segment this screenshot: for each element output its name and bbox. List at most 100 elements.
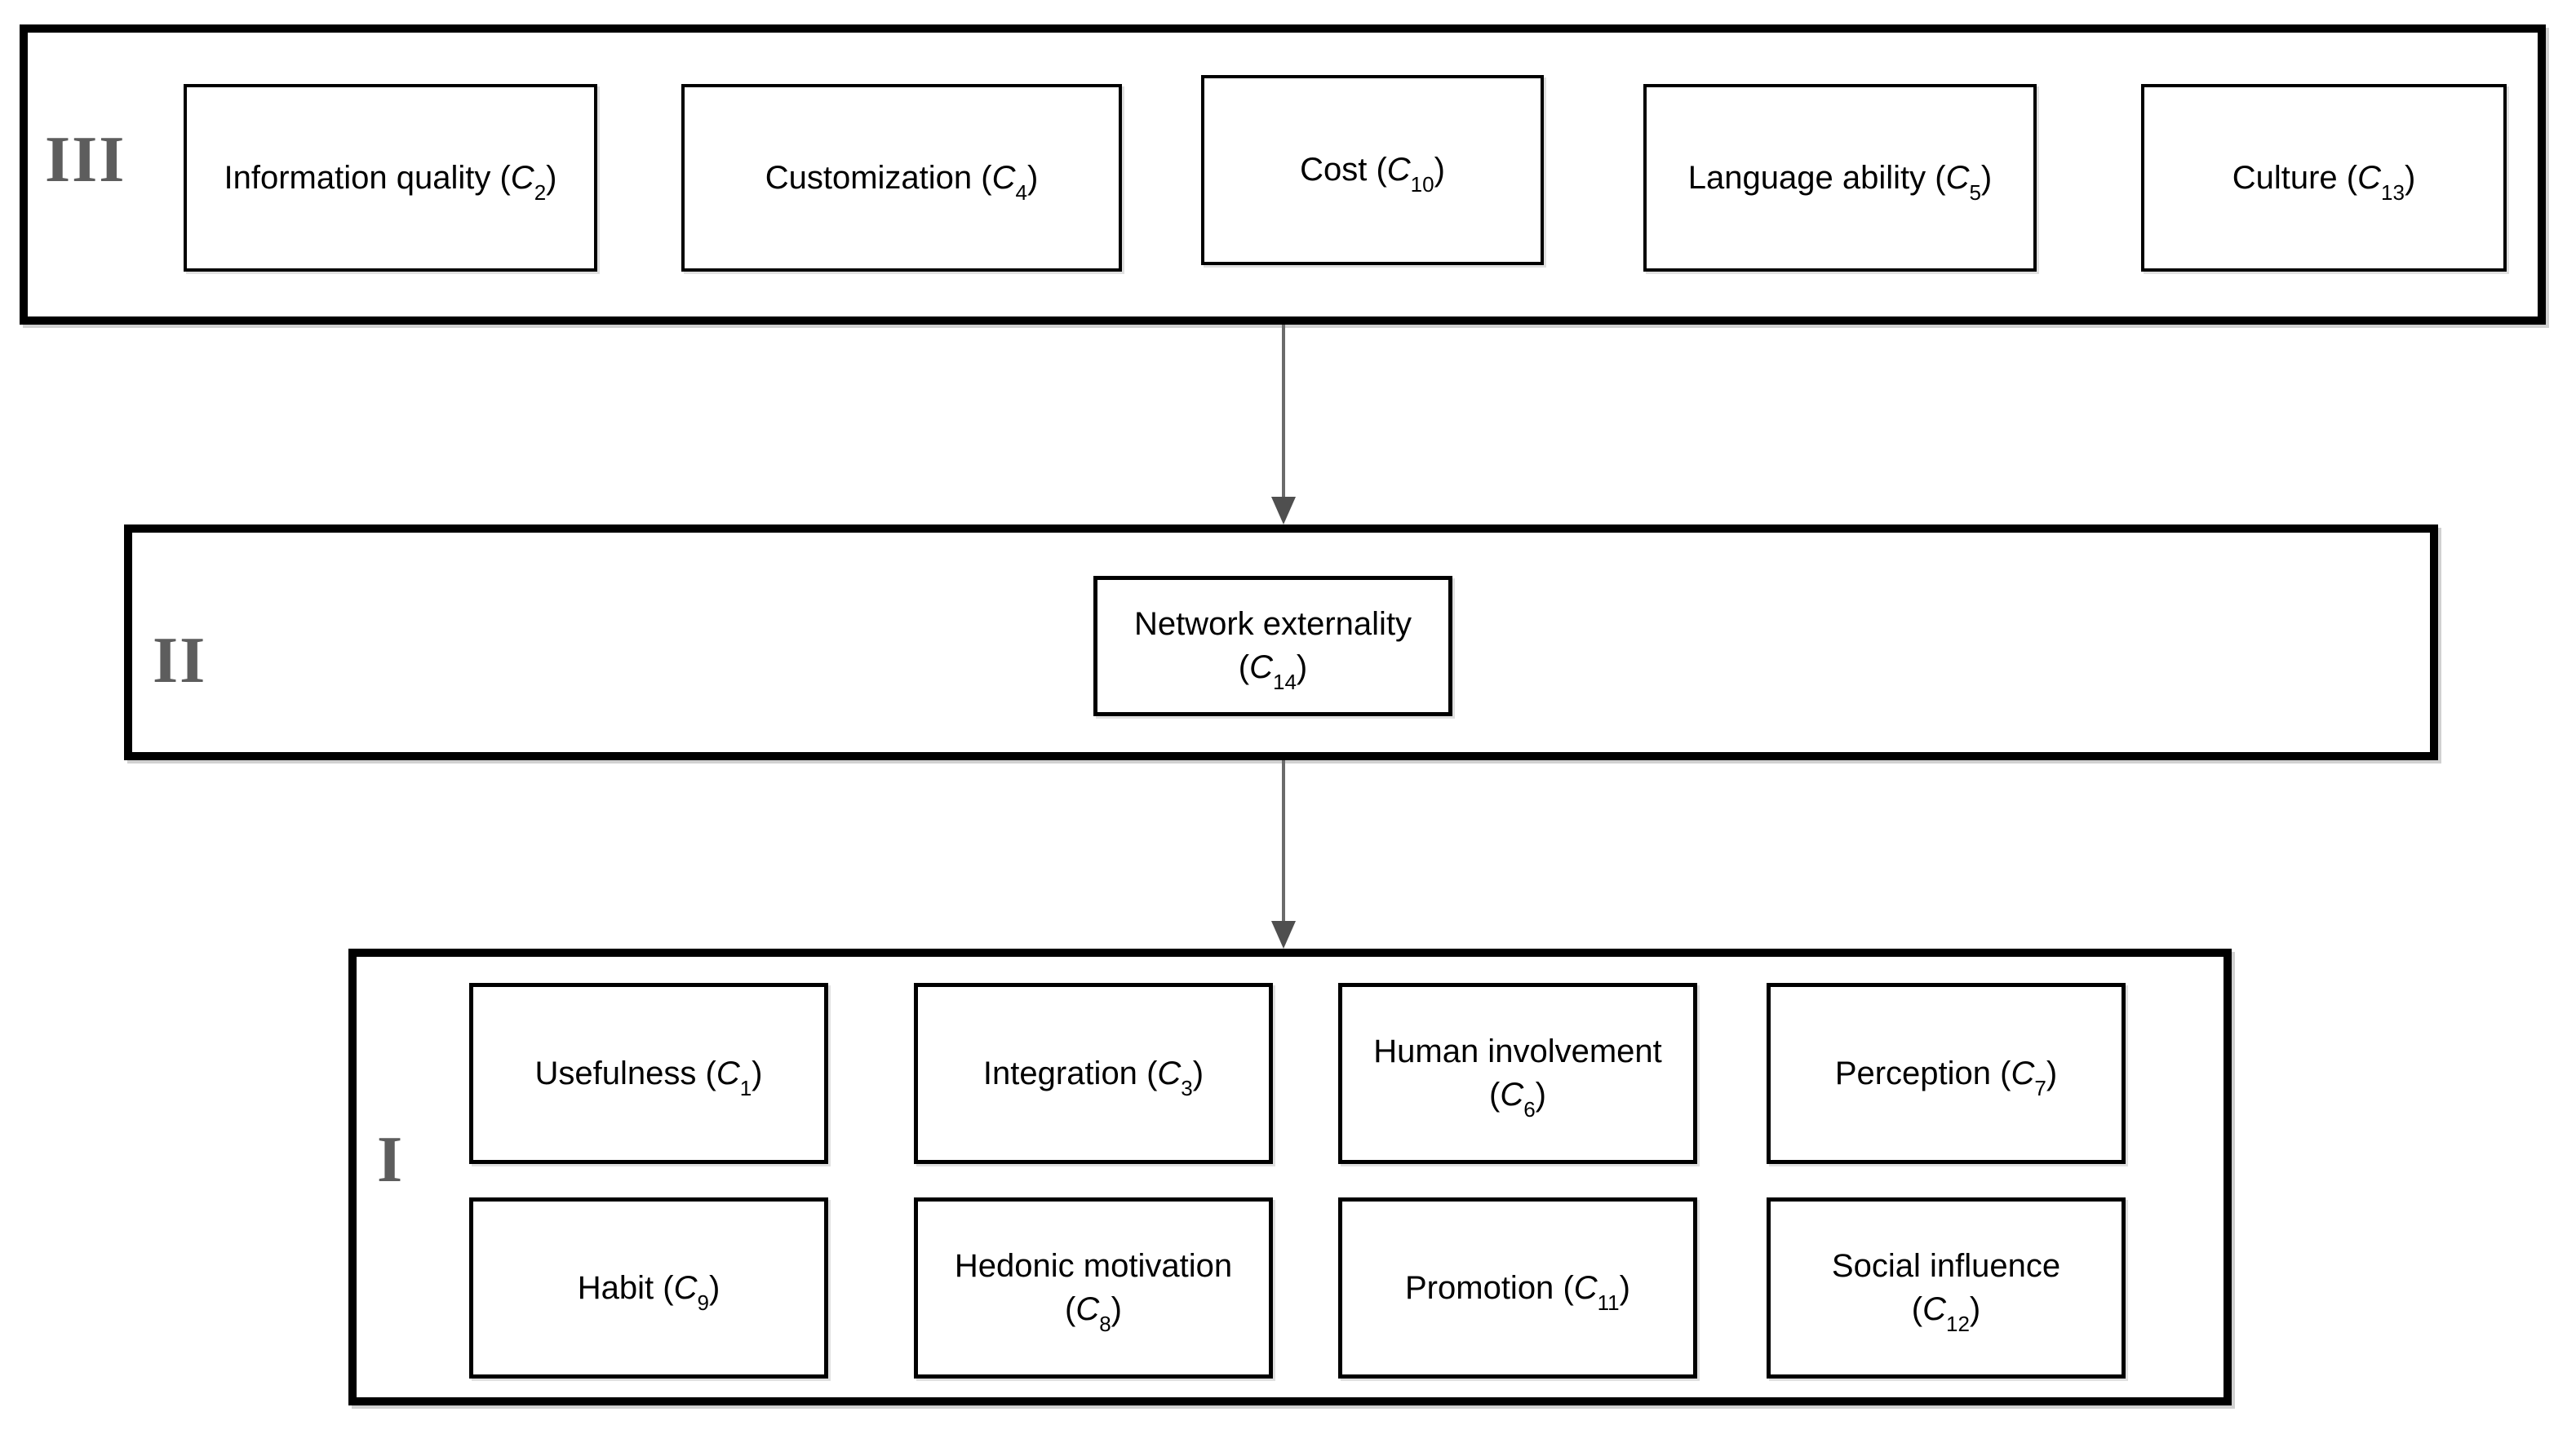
- criterion-label: Human involvement(C6): [1373, 1030, 1662, 1120]
- criterion-label: Information quality (C2): [224, 157, 557, 203]
- open-paren: (: [1064, 1291, 1076, 1327]
- criterion-symbol: C: [2011, 1055, 2035, 1091]
- criterion-symbol: C: [1945, 159, 1970, 196]
- criterion-name: Perception: [1834, 1055, 1992, 1091]
- criterion-symbol: C: [1386, 152, 1411, 188]
- criterion-subscript: 12: [1945, 1312, 1970, 1336]
- criterion-subscript: 14: [1272, 670, 1297, 694]
- criterion-subscript: 6: [1523, 1097, 1536, 1122]
- open-paren: (: [2000, 1055, 2011, 1091]
- criterion-box-c13: Culture (C13): [2141, 84, 2507, 272]
- criterion-subscript: 13: [2381, 179, 2405, 205]
- separator: [1367, 152, 1376, 188]
- criterion-label: Hedonic motivation(C8): [955, 1245, 1232, 1334]
- separator: [1137, 1056, 1146, 1091]
- open-paren: (: [499, 159, 511, 196]
- criterion-subscript: 11: [1597, 1290, 1620, 1315]
- separator: [490, 160, 499, 196]
- close-paren: ): [1192, 1055, 1204, 1091]
- criterion-label: Habit (C9): [577, 1267, 720, 1313]
- criterion-subscript: 8: [1099, 1312, 1111, 1336]
- open-paren: (: [705, 1055, 716, 1091]
- criterion-name: Promotion: [1405, 1269, 1554, 1306]
- criterion-box-c3: Integration (C3): [914, 983, 1273, 1164]
- criterion-symbol: C: [1573, 1269, 1598, 1306]
- close-paren: ): [1619, 1269, 1630, 1306]
- criterion-symbol: C: [991, 159, 1016, 196]
- close-paren: ): [2404, 159, 2416, 196]
- criterion-name: Network externality: [1133, 606, 1412, 643]
- separator: [972, 160, 981, 196]
- criterion-name: Usefulness: [534, 1055, 697, 1091]
- criterion-name: Culture: [2232, 159, 2338, 196]
- criterion-symbol: C: [1157, 1055, 1182, 1091]
- criterion-symbol: C: [2357, 159, 2382, 196]
- separator: [2338, 160, 2347, 196]
- criterion-label: Usefulness (C1): [534, 1052, 763, 1099]
- open-paren: (: [1488, 1077, 1501, 1113]
- criterion-symbol: C: [1922, 1291, 1946, 1327]
- criterion-name: Habit: [577, 1269, 654, 1306]
- arrowhead-down-icon: [1271, 497, 1296, 524]
- separator: [1926, 160, 1935, 196]
- criterion-box-c2: Information quality (C2): [184, 84, 597, 272]
- close-paren: ): [708, 1269, 720, 1306]
- criterion-name: Language ability: [1687, 159, 1926, 196]
- criterion-label: Integration (C3): [983, 1052, 1204, 1099]
- separator: [654, 1270, 663, 1306]
- arrow-iii-to-ii: [1267, 325, 1300, 524]
- open-paren: (: [1146, 1055, 1158, 1091]
- criterion-box-c1: Usefulness (C1): [469, 983, 828, 1164]
- criterion-label: Social influence (C12): [1831, 1245, 2061, 1334]
- close-paren: ): [2046, 1055, 2058, 1091]
- separator: [696, 1056, 705, 1091]
- close-paren: ): [1980, 159, 1993, 196]
- arrow-shaft: [1282, 760, 1285, 924]
- open-paren: (: [1563, 1269, 1574, 1306]
- open-paren: (: [1935, 159, 1946, 196]
- criterion-box-c6: Human involvement(C6): [1338, 983, 1697, 1164]
- criterion-box-c4: Customization (C4): [681, 84, 1122, 272]
- open-paren: (: [1238, 649, 1250, 685]
- arrowhead-down-icon: [1271, 921, 1296, 949]
- close-paren: ): [752, 1055, 763, 1091]
- criterion-name: Customization: [765, 159, 973, 196]
- criterion-box-c5: Language ability (C5): [1643, 84, 2037, 272]
- criterion-label: Network externality (C14): [1133, 603, 1412, 693]
- arrow-ii-to-i: [1267, 760, 1300, 949]
- criterion-subscript: 7: [2034, 1075, 2046, 1100]
- close-paren: ): [1434, 152, 1445, 188]
- criterion-subscript: 9: [697, 1290, 709, 1315]
- criterion-symbol: C: [716, 1055, 740, 1091]
- criterion-name: Social influence: [1831, 1248, 2061, 1285]
- open-paren: (: [1911, 1291, 1923, 1327]
- level-iii-numeral: III: [45, 124, 126, 196]
- level-i-numeral: I: [377, 1124, 405, 1196]
- criterion-box-c12: Social influence (C12): [1767, 1197, 2126, 1379]
- criterion-subscript: 4: [1015, 179, 1027, 205]
- criterion-label: Language ability (C5): [1687, 157, 1993, 203]
- close-paren: ): [546, 159, 557, 196]
- criterion-name: Human involvement: [1373, 1033, 1662, 1070]
- criterion-box-c14: Network externality (C14): [1093, 576, 1452, 716]
- criterion-subscript: 2: [534, 179, 547, 205]
- close-paren: ): [1296, 649, 1308, 685]
- criterion-symbol: C: [1500, 1077, 1524, 1113]
- criterion-symbol: C: [1075, 1291, 1100, 1327]
- open-paren: (: [981, 159, 992, 196]
- criterion-box-c11: Promotion (C11): [1338, 1197, 1697, 1379]
- close-paren: ): [1111, 1291, 1122, 1327]
- criterion-label: Promotion (C11): [1405, 1267, 1630, 1313]
- criterion-label: Customization (C4): [765, 157, 1039, 203]
- criterion-symbol: C: [510, 159, 534, 196]
- close-paren: ): [1026, 159, 1039, 196]
- criterion-label: Cost (C10): [1300, 148, 1445, 195]
- criterion-subscript: 5: [1969, 179, 1981, 205]
- criterion-subscript: 1: [739, 1075, 752, 1100]
- criterion-subscript: 3: [1181, 1075, 1193, 1100]
- arrow-shaft: [1282, 325, 1285, 500]
- criterion-box-c8: Hedonic motivation(C8): [914, 1197, 1273, 1379]
- close-paren: ): [1969, 1291, 1981, 1327]
- criterion-symbol: C: [1249, 649, 1273, 685]
